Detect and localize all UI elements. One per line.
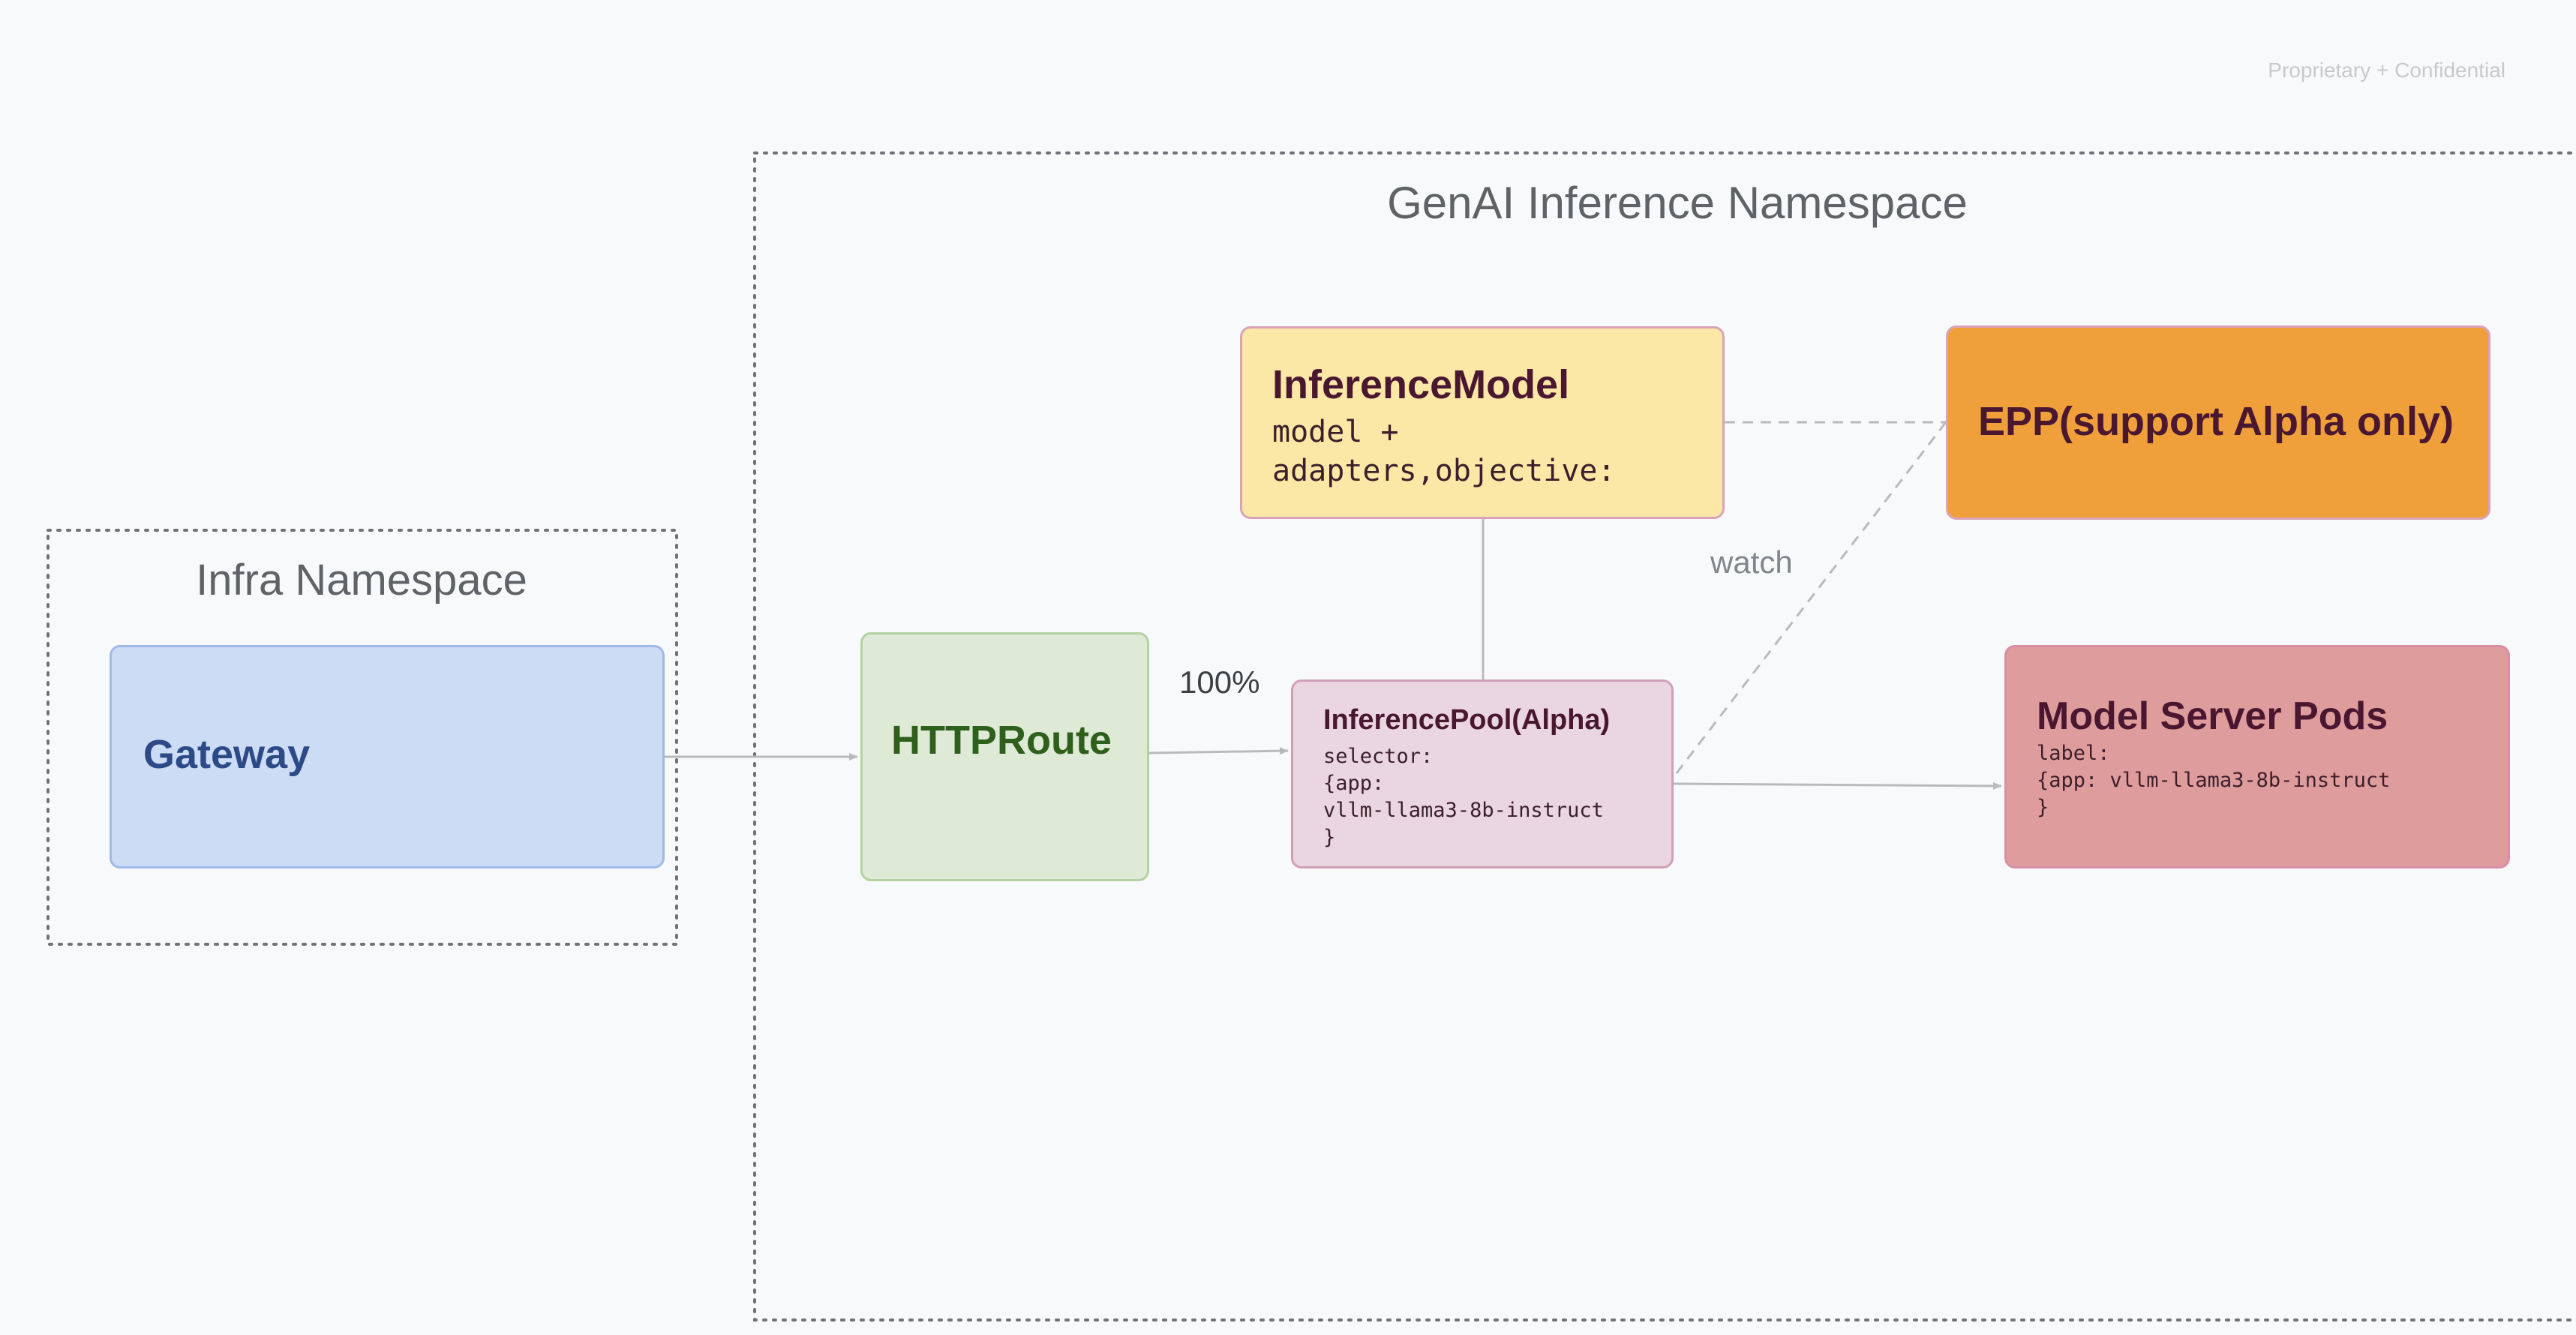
inference-model-title: InferenceModel	[1272, 362, 1570, 407]
httproute-to-inferencepool-arrow	[1148, 747, 1289, 755]
model-server-pods-node: Model Server Pods label: {app: vllm-llam…	[2004, 645, 2510, 868]
gateway-title: Gateway	[143, 732, 311, 777]
epp-watch-dashed-connector	[1672, 422, 1947, 778]
inference-pool-selector: selector: {app: vllm-llama3-8b-instruct …	[1323, 745, 1604, 849]
httproute-title: HTTPRoute	[891, 718, 1112, 763]
watch-label: watch	[1710, 544, 1793, 580]
epp-node: EPP(support Alpha only)	[1946, 326, 2490, 520]
inference-model-body: model + adapters,objective:	[1272, 415, 1616, 488]
model-server-pods-title: Model Server Pods	[2037, 694, 2388, 738]
inference-pool-node: InferencePool(Alpha) selector: {app: vll…	[1291, 680, 1674, 868]
inferencepool-to-modelpods-arrow	[1673, 782, 2002, 790]
gateway-node: Gateway	[110, 645, 665, 868]
epp-title: EPP(support Alpha only)	[1978, 399, 2454, 444]
inference-model-node: InferenceModel model + adapters,objectiv…	[1240, 326, 1725, 519]
route-weight-label: 100%	[1179, 664, 1260, 700]
infra-namespace-label: Infra Namespace	[196, 556, 527, 604]
genai-namespace-boundary	[753, 152, 2576, 1322]
inference-pool-title: InferencePool(Alpha)	[1323, 704, 1611, 736]
httproute-node: HTTPRoute	[860, 632, 1149, 881]
confidentiality-label: Proprietary + Confidential	[2268, 58, 2505, 82]
genai-namespace-label: GenAI Inference Namespace	[1387, 178, 1968, 228]
infra-namespace-boundary	[47, 529, 678, 946]
model-server-pods-label: label: {app: vllm-llama3-8b-instruct }	[2037, 742, 2391, 819]
